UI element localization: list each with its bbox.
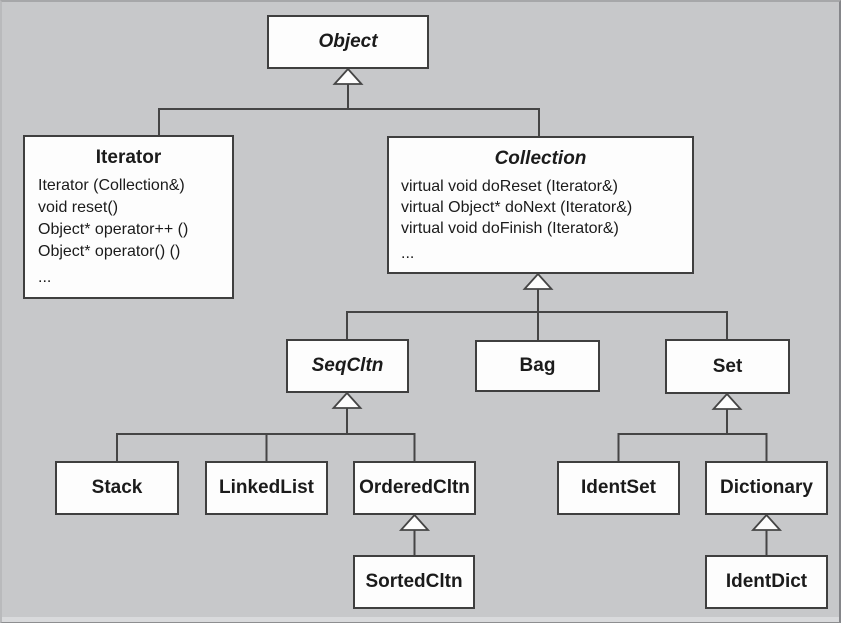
method-item-ellipsis: ...: [401, 245, 415, 262]
generalization-arrowhead-icon: [522, 272, 554, 290]
class-name: Collection: [494, 148, 587, 169]
edge-dictionary-to-identdict: [750, 513, 783, 555]
edge-object-to-iterator-collection: [158, 67, 540, 136]
class-box-collection: Collection virtual void doReset (Iterato…: [387, 136, 694, 274]
method-item: Iterator (Collection&): [38, 177, 185, 194]
method-list: virtual void doReset (Iterator&) virtual…: [389, 176, 692, 264]
method-item: Object* operator() (): [38, 243, 181, 260]
method-list: Iterator (Collection&) void reset() Obje…: [25, 175, 232, 289]
class-box-stack: Stack: [55, 461, 179, 515]
class-box-object: Object: [267, 15, 429, 69]
generalization-arrowhead-icon: [750, 513, 783, 531]
class-name: Set: [712, 355, 743, 377]
class-box-iterator: Iterator Iterator (Collection&) void res…: [23, 135, 234, 299]
edge-line: [116, 408, 416, 461]
edge-line: [346, 289, 728, 340]
generalization-arrowhead-icon: [332, 67, 364, 85]
class-box-sortedcltn: SortedCltn: [353, 555, 475, 609]
method-item: virtual void doReset (Iterator&): [401, 178, 618, 195]
edge-orderedcltn-to-sortedcltn: [398, 513, 431, 555]
edge-line: [158, 84, 540, 136]
class-name: OrderedCltn: [359, 477, 470, 498]
class-box-identset: IdentSet: [557, 461, 680, 515]
class-name: SeqCltn: [311, 355, 384, 376]
generalization-arrowhead-icon: [331, 391, 363, 409]
class-name: Iterator: [95, 147, 162, 168]
method-item: void reset(): [38, 199, 119, 216]
class-box-linkedlist: LinkedList: [205, 461, 328, 515]
class-name: IdentDict: [725, 571, 808, 592]
class-box-identdict: IdentDict: [705, 555, 828, 609]
edge-set-to-identset-dictionary: [617, 392, 768, 461]
method-item-ellipsis: ...: [38, 269, 52, 286]
class-name: Dictionary: [720, 477, 813, 498]
generalization-arrowhead-icon: [711, 392, 743, 410]
class-box-dictionary: Dictionary: [705, 461, 828, 515]
method-item: virtual void doFinish (Iterator&): [401, 220, 619, 237]
class-name: Object: [318, 31, 378, 52]
class-box-seqcltn: SeqCltn: [286, 339, 409, 393]
method-item: virtual Object* doNext (Iterator&): [401, 199, 633, 216]
class-name: LinkedList: [218, 477, 314, 498]
class-box-set: Set: [665, 339, 790, 394]
class-name: SortedCltn: [365, 571, 463, 592]
class-name: Bag: [519, 355, 556, 376]
edge-seqcltn-to-stack-linkedlist-orderedcltn: [116, 391, 416, 461]
class-box-orderedcltn: OrderedCltn: [353, 461, 476, 515]
edge-collection-to-seqcltn-bag-set: [346, 272, 728, 340]
class-name: IdentSet: [581, 477, 656, 498]
edge-line: [617, 409, 768, 461]
method-item: Object* operator++ (): [38, 221, 189, 238]
class-name: Stack: [91, 477, 143, 498]
generalization-arrowhead-icon: [398, 513, 431, 531]
class-box-bag: Bag: [475, 340, 600, 392]
